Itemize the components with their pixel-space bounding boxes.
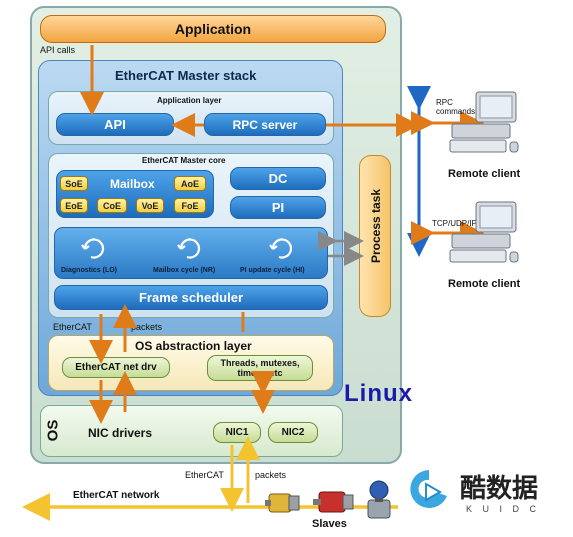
api-box: API <box>56 113 174 136</box>
nic-drivers-label: NIC drivers <box>88 426 153 440</box>
cycle-icons <box>81 238 293 259</box>
rpc-commands-label: RPC commands <box>436 98 476 116</box>
network-packets-label: packets <box>255 470 287 480</box>
os-abstraction-title: OS abstraction layer <box>135 339 252 353</box>
cycles-box <box>54 227 328 279</box>
soe-chip: SoE <box>60 176 88 191</box>
cycle-label-mailbox: Mailbox cycle (NR) <box>153 267 216 274</box>
mailbox-label: Mailbox <box>110 177 155 191</box>
computer-icon <box>449 201 519 263</box>
abstraction-ethercat-label: EtherCAT <box>53 322 92 332</box>
cycle-icon <box>269 238 293 259</box>
api-calls-label: API calls <box>40 45 76 55</box>
voe-chip: VoE <box>136 198 164 213</box>
nic2-box: NIC2 <box>268 422 318 443</box>
remote-client-2-label: Remote client <box>448 278 521 290</box>
cycle-label-diagnostics: Diagnostics (LO) <box>61 267 118 274</box>
ethercat-network-label: EtherCAT network <box>73 490 160 501</box>
foe-chip: FoE <box>174 198 206 213</box>
abstraction-packets-label: packets <box>131 322 163 332</box>
eoe-chip: EoE <box>60 198 88 213</box>
linux-label: Linux <box>344 380 413 407</box>
application-box: Application <box>40 15 386 43</box>
dc-box: DC <box>230 167 326 190</box>
network-ethercat-label: EtherCAT <box>185 470 224 480</box>
cycle-label-pi-update: PI update cycle (HI) <box>240 267 305 274</box>
slave-motor-1 <box>265 493 300 513</box>
coe-chip: CoE <box>97 198 127 213</box>
slave-devices-icon <box>265 480 391 519</box>
slaves-label: Slaves <box>312 518 347 530</box>
tcp-udp-ip-label: TCP/UDP/IP <box>432 219 477 228</box>
pi-box: PI <box>230 196 326 219</box>
slave-motor-2 <box>313 491 354 513</box>
process-task-box <box>359 155 391 317</box>
watermark-chinese-text: 酷数据 <box>460 474 539 504</box>
remote-client-1-label: Remote client <box>448 168 521 180</box>
computer-icon <box>449 91 519 153</box>
watermark-logo-icon <box>410 470 447 508</box>
cycle-icon <box>177 238 201 259</box>
slave-motor-3 <box>367 480 391 519</box>
application-layer-title: Application layer <box>157 96 222 105</box>
aoe-chip: AoE <box>174 176 206 191</box>
master-stack-title: EtherCAT Master stack <box>115 68 257 83</box>
watermark-letters: K U I D C <box>466 504 541 514</box>
rpc-server-box: RPC server <box>204 113 326 136</box>
cycle-icon <box>81 238 105 259</box>
frame-scheduler-box: Frame scheduler <box>54 285 328 310</box>
master-core-title: EtherCAT Master core <box>142 156 226 165</box>
